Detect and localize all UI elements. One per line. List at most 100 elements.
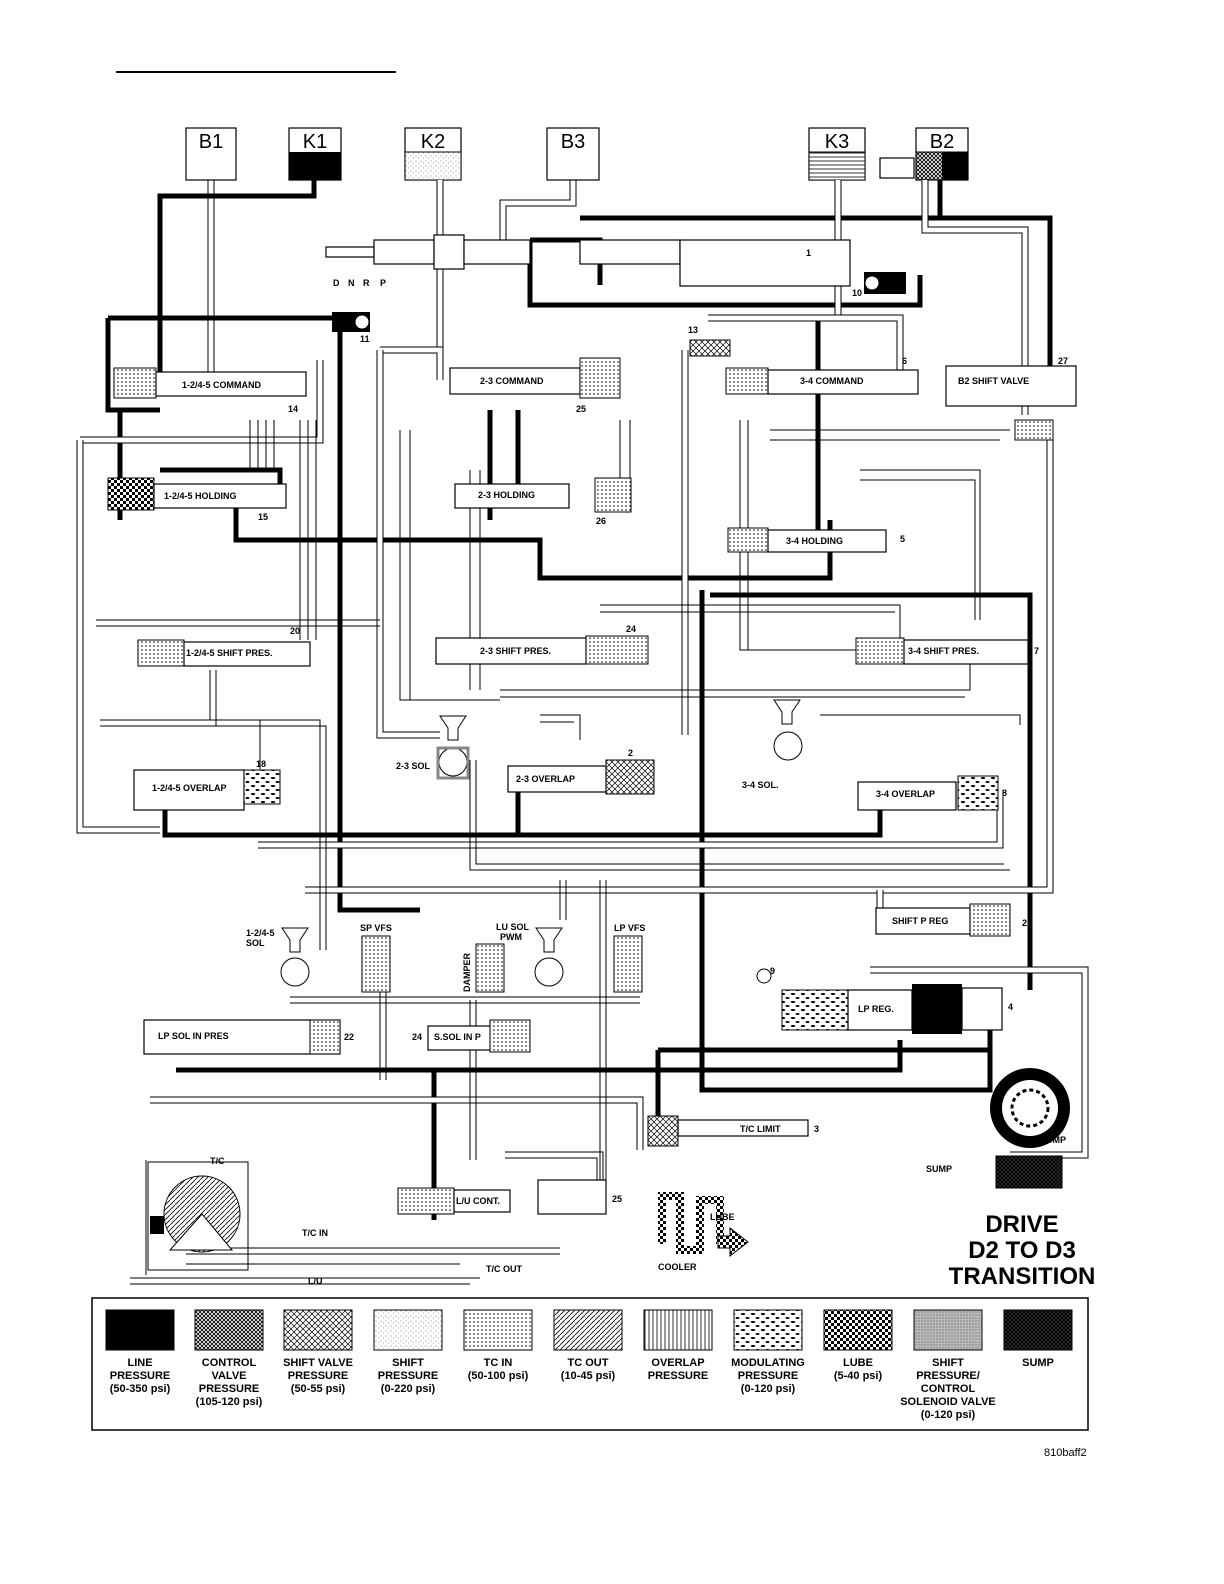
- legend-caption-9: SHIFT PRESSURE/ CONTROL SOLENOID VALVE (…: [900, 1357, 996, 1421]
- svg-text:SP VFS: SP VFS: [360, 923, 392, 933]
- svg-text:1-2/4-5: 1-2/4-5: [246, 928, 275, 938]
- svg-text:B1: B1: [199, 131, 223, 153]
- solenoid-lp-vfs: LP VFS: [613, 923, 645, 993]
- clutch-k3: K3: [808, 127, 866, 181]
- legend-caption-5: TC OUT (10-45 psi): [560, 1357, 616, 1382]
- valve-s-sol-in-p: S.SOL IN P 24: [412, 1019, 531, 1053]
- svg-text:3: 3: [814, 1124, 819, 1134]
- svg-text:DAMPER: DAMPER: [462, 952, 472, 992]
- svg-text:24: 24: [412, 1032, 422, 1042]
- tc-out-label: T/C OUT: [486, 1264, 522, 1274]
- svg-text:P: P: [380, 278, 386, 288]
- clutch-b1: B1: [185, 127, 237, 181]
- svg-text:2-3 COMMAND: 2-3 COMMAND: [480, 376, 544, 386]
- legend-caption-4: TC IN (50-100 psi): [467, 1357, 529, 1382]
- sump-reservoir: [995, 1155, 1063, 1189]
- svg-text:1-2/4-5 SHIFT PRES.: 1-2/4-5 SHIFT PRES.: [186, 648, 273, 658]
- legend-swatch-modulating: [733, 1309, 803, 1351]
- legend-swatch-shift-pressure: [373, 1309, 443, 1351]
- legend-swatch-line-pressure: [105, 1309, 175, 1351]
- lu-label: L/U: [308, 1276, 323, 1286]
- pump: PUMP: [990, 1068, 1070, 1148]
- svg-text:3-4 SOL.: 3-4 SOL.: [742, 780, 779, 790]
- svg-text:1-2/4-5 COMMAND: 1-2/4-5 COMMAND: [182, 380, 262, 390]
- svg-text:B2: B2: [930, 131, 954, 153]
- svg-text:2-3 HOLDING: 2-3 HOLDING: [478, 490, 535, 500]
- svg-text:B2 SHIFT VALVE: B2 SHIFT VALVE: [958, 376, 1029, 386]
- valve-34-overlap: 3-4 OVERLAP 8: [857, 775, 1007, 811]
- svg-text:1-2/4-5 HOLDING: 1-2/4-5 HOLDING: [164, 491, 237, 501]
- svg-text:4: 4: [1008, 1002, 1013, 1012]
- valve-34-command: 3-4 COMMAND 6: [725, 356, 919, 395]
- legend-caption-8: LUBE (5-40 psi): [833, 1357, 883, 1382]
- svg-text:7: 7: [1034, 646, 1039, 656]
- legend-caption-2: SHIFT VALVE PRESSURE (50-55 psi): [283, 1357, 353, 1395]
- svg-text:K2: K2: [421, 131, 445, 153]
- svg-text:6: 6: [902, 356, 907, 366]
- svg-text:2-3 SOL: 2-3 SOL: [396, 761, 431, 771]
- svg-text:24: 24: [626, 624, 636, 634]
- svg-text:10: 10: [852, 288, 862, 298]
- valve-b2-shift: B2 SHIFT VALVE 27: [945, 356, 1077, 441]
- svg-text:18: 18: [256, 759, 266, 769]
- svg-text:T/C LIMIT: T/C LIMIT: [740, 1124, 781, 1134]
- svg-text:LP REG.: LP REG.: [858, 1004, 894, 1014]
- legend-caption-3: SHIFT PRESSURE (0-220 psi): [377, 1357, 439, 1395]
- svg-text:SOL: SOL: [246, 938, 265, 948]
- svg-text:1-2/4-5 OVERLAP: 1-2/4-5 OVERLAP: [152, 783, 227, 793]
- figure-id: 810baff2: [1044, 1447, 1087, 1459]
- svg-text:LP SOL IN PRES: LP SOL IN PRES: [158, 1031, 229, 1041]
- svg-text:22: 22: [344, 1032, 354, 1042]
- valve-lp-reg: LP REG. 4: [781, 984, 1013, 1034]
- valve-1245-holding: 1-2/4-5 HOLDING 15: [107, 477, 287, 522]
- svg-text:2-3 SHIFT PRES.: 2-3 SHIFT PRES.: [480, 646, 551, 656]
- svg-text:K1: K1: [303, 131, 327, 153]
- legend-caption-1: CONTROL VALVE PRESSURE (105-120 psi): [195, 1357, 263, 1408]
- svg-text:N: N: [348, 278, 355, 288]
- svg-text:25: 25: [612, 1194, 622, 1204]
- legend-swatch-overlap: [643, 1309, 713, 1351]
- svg-text:11: 11: [360, 334, 370, 344]
- solenoid-1245: 1-2/4-5 SOL: [246, 927, 310, 987]
- svg-text:B3: B3: [561, 131, 585, 153]
- svg-text:1: 1: [806, 248, 811, 258]
- svg-text:R: R: [363, 278, 370, 288]
- legend-captions: LINE PRESSURE (50-350 psi) CONTROL VALVE …: [92, 1357, 1088, 1429]
- orifice-13: 13: [688, 325, 731, 357]
- valve-lp-sol-in-pres: LP SOL IN PRES 22: [143, 1019, 354, 1055]
- svg-text:SHIFT P REG: SHIFT P REG: [892, 916, 948, 926]
- svg-text:2: 2: [628, 748, 633, 758]
- legend-swatch-tc-out: [553, 1309, 623, 1351]
- svg-text:26: 26: [596, 516, 606, 526]
- valve-lu-cont: L/U CONT. 25: [397, 1179, 622, 1215]
- legend-caption-6: OVERLAP PRESSURE: [647, 1357, 709, 1382]
- check-ball-10: 10: [852, 272, 906, 298]
- diagram-title: DRIVE D2 TO D3 TRANSITION: [949, 1211, 1096, 1290]
- svg-text:D: D: [333, 278, 340, 288]
- svg-text:3-4 SHIFT PRES.: 3-4 SHIFT PRES.: [908, 646, 979, 656]
- svg-text:3-4 OVERLAP: 3-4 OVERLAP: [876, 789, 935, 799]
- clutch-b2: B2: [915, 127, 969, 181]
- svg-text:21: 21: [1022, 918, 1032, 928]
- selector-positions: D N R P: [333, 278, 386, 288]
- svg-text:LUBE: LUBE: [710, 1212, 735, 1222]
- svg-text:3-4 HOLDING: 3-4 HOLDING: [786, 536, 843, 546]
- valve-34-holding: 3-4 HOLDING 5: [727, 527, 905, 553]
- b2-accumulator: [879, 157, 915, 179]
- svg-text:TRANSITION: TRANSITION: [949, 1263, 1096, 1290]
- check-ball-11: 11: [332, 312, 370, 344]
- legend-swatch-shift-valve: [283, 1309, 353, 1351]
- cooler: COOLER LUBE: [658, 1192, 749, 1272]
- torque-converter: T/C: [147, 1156, 249, 1271]
- check-ball-9: 9: [756, 966, 775, 984]
- svg-text:PWM: PWM: [500, 932, 522, 942]
- sump-label: SUMP: [926, 1164, 952, 1174]
- svg-text:5: 5: [900, 534, 905, 544]
- valve-shift-p-reg: SHIFT P REG 21: [875, 903, 1032, 937]
- legend-caption-0: LINE PRESSURE (50-350 psi): [109, 1357, 171, 1395]
- svg-text:DRIVE: DRIVE: [985, 1211, 1058, 1238]
- svg-text:14: 14: [288, 404, 298, 414]
- legend-caption-7: MODULATING PRESSURE (0-120 psi): [731, 1357, 805, 1395]
- svg-text:25: 25: [576, 404, 586, 414]
